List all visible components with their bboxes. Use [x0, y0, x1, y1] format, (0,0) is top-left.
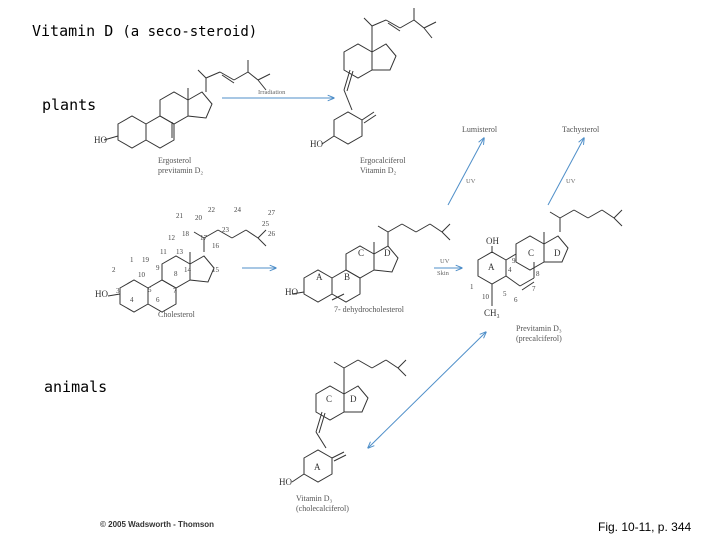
ergocalciferol-caption: Ergocalciferol Vitamin D₂ — [360, 156, 406, 176]
carbon-16: 16 — [212, 242, 219, 250]
ho-dehydro: HO — [285, 287, 298, 297]
previtamin-carbon-10: 10 — [482, 293, 489, 301]
title-main: Vitamin D — [32, 22, 114, 40]
carbon-13: 13 — [176, 248, 183, 256]
carbon-1: 1 — [130, 256, 134, 264]
dehydrocholesterol-caption: 7- dehydrocholesterol — [334, 305, 404, 315]
animals-label: animals — [44, 378, 108, 396]
ho-ergocalciferol: HO — [310, 139, 323, 149]
ring-d-dehydro: D — [384, 248, 391, 258]
carbon-26: 26 — [268, 230, 275, 238]
vitamin-d3-name: Vitamin D₃ — [296, 494, 333, 503]
carbon-9: 9 — [156, 264, 160, 272]
vitamin-d3-caption: Vitamin D₃ (cholecalciferol) — [296, 494, 349, 514]
cholesterol-caption: Cholesterol — [158, 310, 195, 320]
carbon-18: 18 — [182, 230, 189, 238]
carbon-6: 6 — [156, 296, 160, 304]
ergosterol-name: Ergosterol — [158, 156, 192, 165]
carbon-17: 17 — [200, 234, 207, 242]
carbon-23: 23 — [222, 226, 229, 234]
ergocalciferol-structure — [321, 8, 437, 145]
ergocalciferol-name: Ergocalciferol — [360, 156, 406, 165]
previtamin-name: Previtamin D₃ — [516, 324, 562, 333]
carbon-24: 24 — [234, 206, 241, 214]
uv-skin-label-1: UV — [440, 258, 450, 265]
tachysterol-label: Tachysterol — [562, 125, 600, 134]
carbon-5: 5 — [148, 286, 152, 294]
ho-ergosterol: HO — [94, 135, 107, 145]
carbon-21: 21 — [176, 212, 183, 220]
uv-skin-label-2: Skin — [437, 270, 449, 277]
ring-a-previtamin: A — [488, 262, 495, 272]
carbon-3: 3 — [116, 287, 120, 295]
figure-reference: Fig. 10-11, p. 344 — [598, 520, 692, 534]
cholesterol-name: Cholesterol — [158, 310, 195, 319]
cholesterol-structure — [107, 229, 267, 313]
ho-vitamin-d3: HO — [279, 477, 292, 487]
previtamin-carbon-4: 4 — [508, 266, 512, 274]
previtamin-caption: Previtamin D₃ (precalciferol) — [516, 324, 562, 344]
previtamin-carbon-6: 6 — [514, 296, 518, 304]
irradiation-label: Irradiation — [258, 89, 286, 96]
previtamin-carbon-5: 5 — [503, 290, 507, 298]
carbon-25: 25 — [262, 220, 269, 228]
carbon-22: 22 — [208, 206, 215, 214]
slide-title: Vitamin D (a seco-steroid) — [32, 22, 257, 40]
carbon-19: 19 — [142, 256, 149, 264]
ring-c-vitd3: C — [326, 394, 333, 404]
previtamin-carbon-1: 1 — [470, 283, 474, 291]
vitamin-d3-subname: (cholecalciferol) — [296, 504, 349, 513]
carbon-2: 2 — [112, 266, 116, 274]
uv-arrow-tachysterol — [547, 138, 584, 206]
ring-a-dehydro: A — [316, 272, 323, 282]
previtamin-structure — [477, 209, 623, 306]
previtamin-carbon-9: 9 — [512, 257, 516, 265]
ring-d-vitd3: D — [350, 394, 357, 404]
ch3-previtamin: CH₃ — [484, 308, 500, 318]
carbon-20: 20 — [195, 214, 202, 222]
ergosterol-caption: Ergosterol previtamin D₂ — [158, 156, 203, 176]
uv-label-1: UV — [466, 178, 476, 185]
ergosterol-subname: previtamin D₂ — [158, 166, 204, 175]
thermal-isomerization-arrow — [368, 332, 486, 448]
ho-cholesterol: HO — [95, 289, 108, 299]
ring-d-previtamin: D — [554, 248, 561, 258]
previtamin-carbon-7: 7 — [532, 285, 536, 293]
ring-b-dehydro: B — [344, 272, 351, 282]
vitamin-d3-structure — [291, 359, 407, 483]
ergosterol-structure — [103, 60, 271, 149]
uv-arrow-lumisterol — [447, 138, 484, 206]
dehydrocholesterol-name: 7- dehydrocholesterol — [334, 305, 404, 314]
carbon-10: 10 — [138, 271, 145, 279]
ring-c-previtamin: C — [528, 248, 535, 258]
lumisterol-label: Lumisterol — [462, 125, 498, 134]
carbon-12: 12 — [168, 234, 175, 242]
carbon-8: 8 — [174, 270, 178, 278]
copyright-credit: © 2005 Wadsworth - Thomson — [100, 520, 215, 529]
ergocalciferol-subname: Vitamin D₂ — [360, 166, 397, 175]
ring-c-dehydro: C — [358, 248, 365, 258]
dehydrocholesterol-structure — [291, 223, 451, 303]
previtamin-carbon-8: 8 — [536, 270, 540, 278]
carbon-15: 15 — [212, 266, 219, 274]
previtamin-subname: (precalciferol) — [516, 334, 562, 343]
carbon-11: 11 — [160, 248, 167, 256]
carbon-27: 27 — [268, 209, 275, 217]
carbon-7: 7 — [173, 287, 177, 295]
ring-a-vitd3: A — [314, 462, 321, 472]
carbon-14: 14 — [184, 266, 191, 274]
plants-label: plants — [42, 96, 97, 114]
carbon-4: 4 — [130, 296, 134, 304]
oh-previtamin: OH — [486, 236, 499, 246]
uv-label-2: UV — [566, 178, 576, 185]
title-sub: (a seco-steroid) — [122, 24, 258, 40]
